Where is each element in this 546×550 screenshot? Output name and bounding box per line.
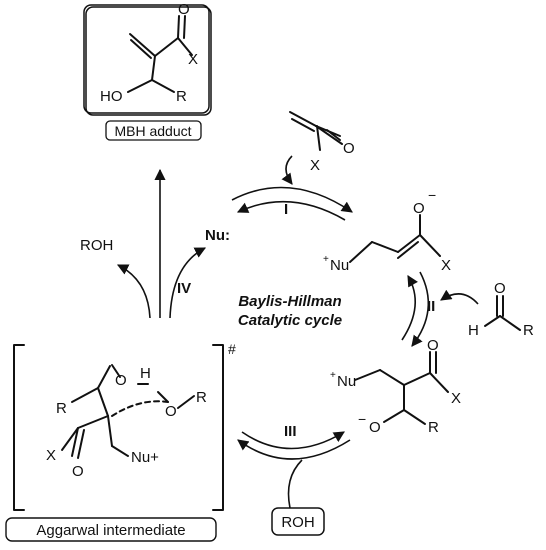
roh-reagent-box (271, 507, 325, 536)
cycle-title-line1: Baylis-Hillman (238, 293, 341, 310)
product-box (83, 4, 210, 114)
aldehyde-h-label: H (468, 322, 479, 339)
mbh-adduct-label-box (105, 120, 202, 141)
intermediate-h-label: H (140, 365, 151, 382)
step-iii-label: III (284, 423, 297, 440)
step-i-reverse-arrow (236, 200, 346, 221)
roh-release-arrow (116, 264, 151, 319)
step-iv-label: IV (177, 280, 191, 297)
product-box-shadow (85, 6, 212, 116)
enolate-negative-charge: − (428, 187, 436, 203)
alkoxide-nu-label: Nu (337, 373, 356, 390)
step-ii-label: II (427, 298, 435, 315)
intermediate-x-label: X (46, 447, 56, 464)
step-iii-forward-arrow (237, 439, 351, 460)
enolate-structure: O − + Nu X (323, 187, 451, 274)
product-oxygen-label: O (178, 1, 190, 18)
aldehyde-r-label: R (523, 322, 534, 339)
acrylate-addition-arrow (281, 155, 293, 185)
product-ho-label: HO (100, 88, 123, 105)
roh-addition-line (287, 459, 303, 509)
alkoxide-oxygen-label: O (369, 419, 381, 436)
step-iii-reverse-arrow (241, 431, 345, 450)
step-ii-forward-arrow (411, 271, 430, 347)
step-i-label: I (284, 201, 288, 218)
enolate-x-label: X (441, 257, 451, 274)
alkoxide-ketone-oxygen-label: O (427, 337, 439, 354)
intermediate-oxygen-1-label: O (115, 372, 127, 389)
intermediate-nu-label: Nu+ (131, 449, 159, 466)
aggarwal-label-box (5, 517, 217, 542)
step-i-forward-arrow (231, 186, 353, 213)
mbh-adduct-structure: O X HO R (100, 1, 198, 105)
catalyst-release-arrow (169, 247, 206, 319)
alkoxide-structure: O + Nu X − O R (330, 337, 461, 436)
transition-state-hash: # (228, 341, 236, 357)
enolate-positive-charge: + (323, 254, 329, 265)
roh-reagent-label: ROH (281, 514, 314, 531)
product-x-label: X (188, 51, 198, 68)
acrylate-structure: O X (289, 111, 355, 174)
alkoxide-x-label: X (451, 390, 461, 407)
aggarwal-intermediate-structure: # O H O R R X O Nu+ (13, 341, 236, 511)
alkoxide-r-label: R (428, 419, 439, 436)
acrylate-x-label: X (310, 157, 320, 174)
released-roh-label: ROH (80, 237, 113, 254)
cycle-title-line2: Catalytic cycle (238, 312, 342, 329)
catalyst-label: Nu: (205, 227, 230, 244)
aldehyde-addition-arrow (440, 289, 479, 305)
enolate-oxygen-label: O (413, 200, 425, 217)
aldehyde-oxygen-label: O (494, 280, 506, 297)
aggarwal-label: Aggarwal intermediate (36, 522, 185, 539)
step-ii-reverse-arrow (401, 275, 418, 341)
intermediate-r2-label: R (196, 389, 207, 406)
product-r-label: R (176, 88, 187, 105)
acrylate-oxygen-label: O (343, 140, 355, 157)
intermediate-oxygen-2-label: O (165, 403, 177, 420)
enolate-nu-label: Nu (330, 257, 349, 274)
alkoxide-negative-charge: − (358, 411, 366, 427)
aldehyde-structure: O H R (468, 280, 534, 339)
alkoxide-positive-charge: + (330, 370, 336, 381)
mbh-adduct-label: MBH adduct (114, 123, 191, 139)
intermediate-r1-label: R (56, 400, 67, 417)
intermediate-oxygen-3-label: O (72, 463, 84, 480)
